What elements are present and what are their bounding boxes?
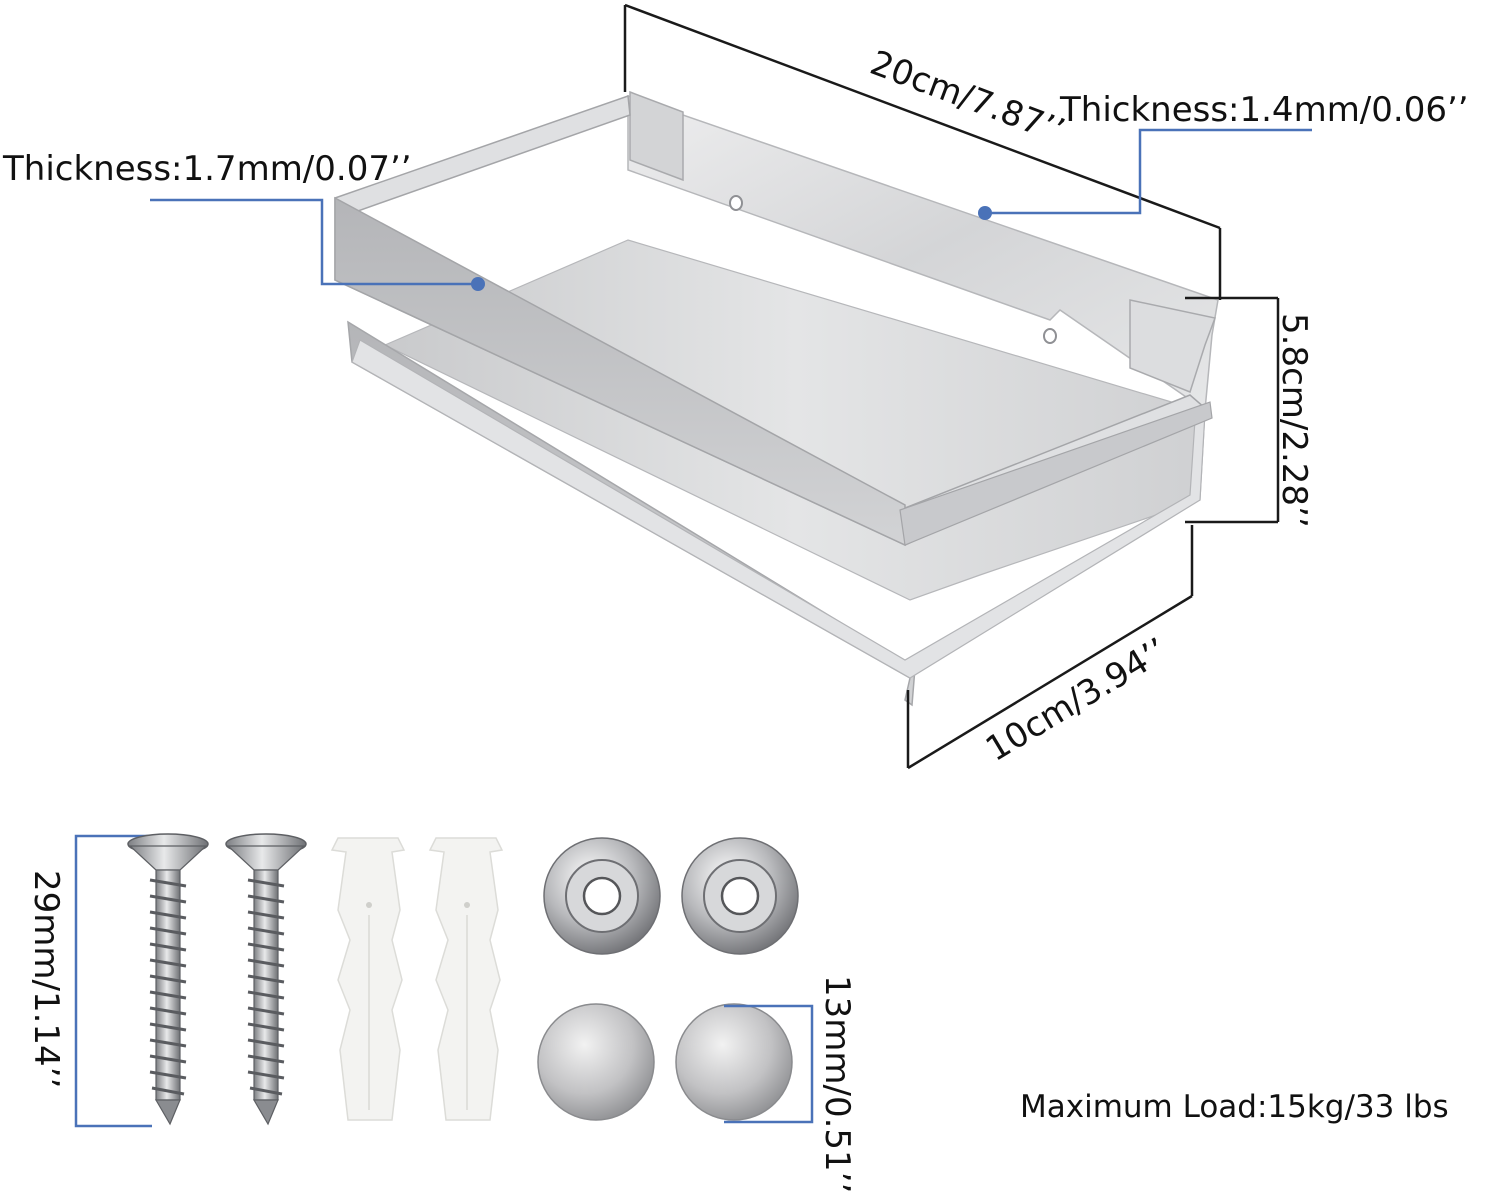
screw-length-label: 29mm/1.14’’ <box>26 870 66 1088</box>
hardware-kit: 29mm/1.14’’ <box>26 833 857 1191</box>
depth-dimension-label: 10cm/3.94’’ <box>979 630 1174 769</box>
screw-cap-icon <box>537 1003 655 1121</box>
dimension-lines <box>623 3 1280 770</box>
thickness-front-label: Thickness:1.7mm/0.07’’ <box>2 149 412 189</box>
shelf-left-tab <box>629 90 684 182</box>
washer-icon <box>681 837 799 955</box>
wall-anchor-icon <box>428 837 504 1121</box>
washer-icon <box>543 837 661 955</box>
cap-diameter-label: 13mm/0.51’’ <box>817 975 857 1191</box>
screw-icon <box>225 833 307 1126</box>
screw-icon <box>127 833 209 1126</box>
shelf-illustration <box>334 90 1219 707</box>
height-dimension-label: 5.8cm/2.28’’ <box>1274 313 1314 528</box>
shelf-guard-rail-end <box>899 401 1213 546</box>
width-dimension-label: 20cm/7.87’’ <box>865 43 1070 152</box>
thickness-back-marker <box>978 206 992 220</box>
thickness-annotations <box>150 128 1312 291</box>
thickness-back-label: Thickness:1.4mm/0.06’’ <box>1059 90 1469 130</box>
shelf-right-tab <box>1129 299 1217 393</box>
thickness-front-marker <box>471 277 485 291</box>
shelf-hole-left <box>729 195 743 211</box>
max-load-label: Maximum Load:15kg/33 lbs <box>1020 1089 1449 1125</box>
screw-cap-icon <box>675 1003 793 1121</box>
shelf-hole-right <box>1043 328 1057 344</box>
wall-anchor-icon <box>330 837 406 1121</box>
